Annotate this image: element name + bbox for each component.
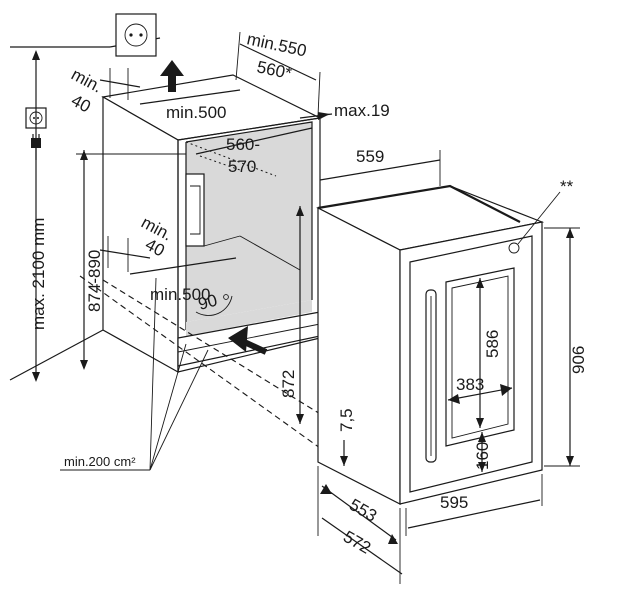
label-width-bottom: min.500 <box>150 285 210 304</box>
label-angle: 90 <box>196 291 219 314</box>
dim-appliance-depth <box>319 159 441 181</box>
label-glass-height: 586 <box>483 330 502 358</box>
wall-socket-icon <box>115 13 157 57</box>
label-appliance-depth: 559 <box>356 147 384 166</box>
appliance-front <box>399 221 543 505</box>
label-glass-width: 383 <box>456 375 484 394</box>
air-out-arrow-icon <box>160 60 184 92</box>
label-appliance-width: 595 <box>440 493 468 512</box>
label-depth-alt: 560* <box>255 57 294 83</box>
door-glass <box>445 267 515 447</box>
label-offset: 7,5 <box>337 408 356 432</box>
label-width-top: min.500 <box>166 103 226 122</box>
dim-appliance-d1 <box>321 485 397 541</box>
dim-depth-min <box>239 43 317 81</box>
dim-niche-width <box>195 127 313 155</box>
niche-cabinet <box>101 74 322 374</box>
side-bracket <box>185 173 205 247</box>
label-niche-width-b: 570 <box>228 157 256 176</box>
label-side-gap: min. <box>68 65 105 97</box>
door-frame <box>409 235 533 493</box>
appliance-side <box>317 207 401 505</box>
dim-width-bottom <box>129 257 237 275</box>
appliance: ** <box>316 177 574 505</box>
label-side-gap-val: 40 <box>68 91 94 117</box>
label-vent-area: min.200 cm² <box>64 454 136 469</box>
niche-back <box>186 122 312 322</box>
label-appliance-d2: 572 <box>340 527 374 558</box>
floor-line-left <box>9 329 104 381</box>
dim-appliance-width <box>407 499 541 529</box>
label-depth-min: min.550 <box>245 29 308 60</box>
dim-width-top <box>139 89 241 105</box>
air-in-arrow-icon <box>228 326 268 355</box>
label-height-max: max. 2100 mm <box>29 218 48 330</box>
label-depth-max: max.19 <box>334 101 390 120</box>
label-bottom-gap: 160 <box>473 442 492 470</box>
dim-appliance-d2 <box>321 517 403 575</box>
label-appliance-d1: 553 <box>346 495 380 526</box>
label-niche-height: 874-890 <box>85 250 104 312</box>
label-niche-width-a: 560- <box>226 135 260 154</box>
label-appliance-height-b: 906 <box>569 346 588 374</box>
label-note: ** <box>560 177 574 196</box>
label-appliance-height-a: 872 <box>279 370 298 398</box>
indicator-light <box>508 242 520 254</box>
